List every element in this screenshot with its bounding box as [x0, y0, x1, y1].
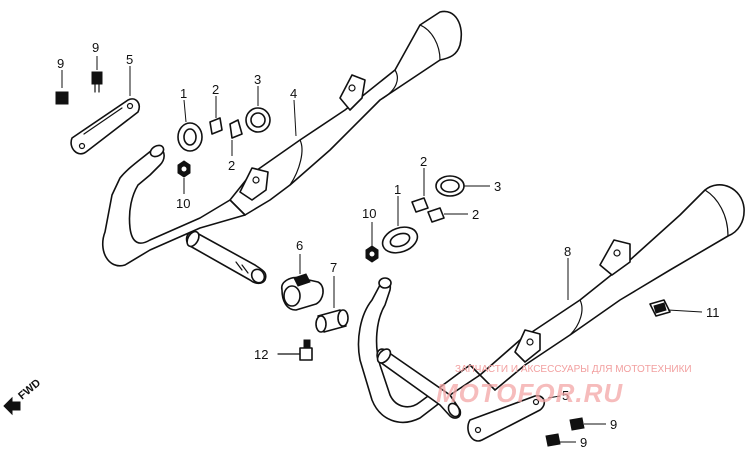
fwd-arrow-icon	[3, 396, 21, 416]
callout-labels: 9 9 5 1 2 3 4 2 10 2 3 1 2 10 6 7 8 11 1…	[57, 40, 720, 450]
left-collar-2a	[209, 117, 223, 135]
right-heat-shield	[467, 394, 546, 442]
left-muffler-bracket	[339, 74, 366, 111]
pipe-clamp-6	[280, 273, 324, 311]
callout-3: 3	[494, 179, 501, 194]
left-bolt-9a	[55, 70, 69, 105]
right-collar-2a	[411, 197, 429, 213]
callout-1: 1	[394, 182, 401, 197]
right-muffler-bracket	[599, 239, 631, 276]
callout-12: 12	[254, 347, 268, 362]
callout-8: 8	[564, 244, 571, 259]
left-heat-shield	[70, 98, 141, 155]
right-muffler-body	[479, 184, 745, 391]
callout-11: 11	[706, 305, 720, 320]
callout-9: 9	[580, 435, 587, 450]
watermark-caption: ЗАПЧАСТИ И АКСЕССУАРЫ ДЛЯ МОТОТЕХНИКИ	[455, 364, 692, 375]
callout-5: 5	[562, 388, 569, 403]
callout-10: 10	[362, 206, 376, 221]
callout-2: 2	[472, 207, 479, 222]
watermark: ЗАПЧАСТИ И АКСЕССУАРЫ ДЛЯ МОТОТЕХНИКИ MO…	[436, 364, 692, 408]
fwd-label: FWD	[16, 377, 43, 402]
left-muffler-body	[229, 10, 462, 216]
left-muffler-lower-bracket	[239, 167, 269, 201]
callout-2: 2	[228, 158, 235, 173]
fwd-indicator: FWD	[3, 377, 43, 416]
callout-4: 4	[290, 86, 297, 101]
right-crossover-pipe	[376, 348, 462, 419]
right-muffler-lower-bracket	[514, 329, 541, 363]
clip-11	[649, 299, 671, 317]
pipe-sleeve-7	[315, 309, 349, 333]
callout-1: 1	[180, 86, 187, 101]
callout-7: 7	[330, 260, 337, 275]
callout-2: 2	[420, 154, 427, 169]
callout-5: 5	[126, 52, 133, 67]
right-bolt-9a	[569, 417, 606, 431]
leader-lines	[129, 66, 703, 399]
watermark-logo: MOTOFOR.RU	[436, 378, 623, 408]
left-head-pipe	[101, 147, 246, 267]
callout-9: 9	[92, 40, 99, 55]
bolt-12	[277, 339, 313, 361]
left-bolt-9b	[91, 56, 103, 93]
callout-2: 2	[212, 82, 219, 97]
callout-9: 9	[610, 417, 617, 432]
callout-3: 3	[254, 72, 261, 87]
callout-9: 9	[57, 56, 64, 71]
left-collar-2b	[229, 119, 243, 139]
right-muffler-assembly	[357, 184, 745, 424]
callout-10: 10	[176, 196, 190, 211]
right-collar-2b	[427, 207, 445, 223]
callout-6: 6	[296, 238, 303, 253]
right-bolt-9b	[545, 433, 576, 447]
left-muffler-assembly	[101, 10, 462, 285]
